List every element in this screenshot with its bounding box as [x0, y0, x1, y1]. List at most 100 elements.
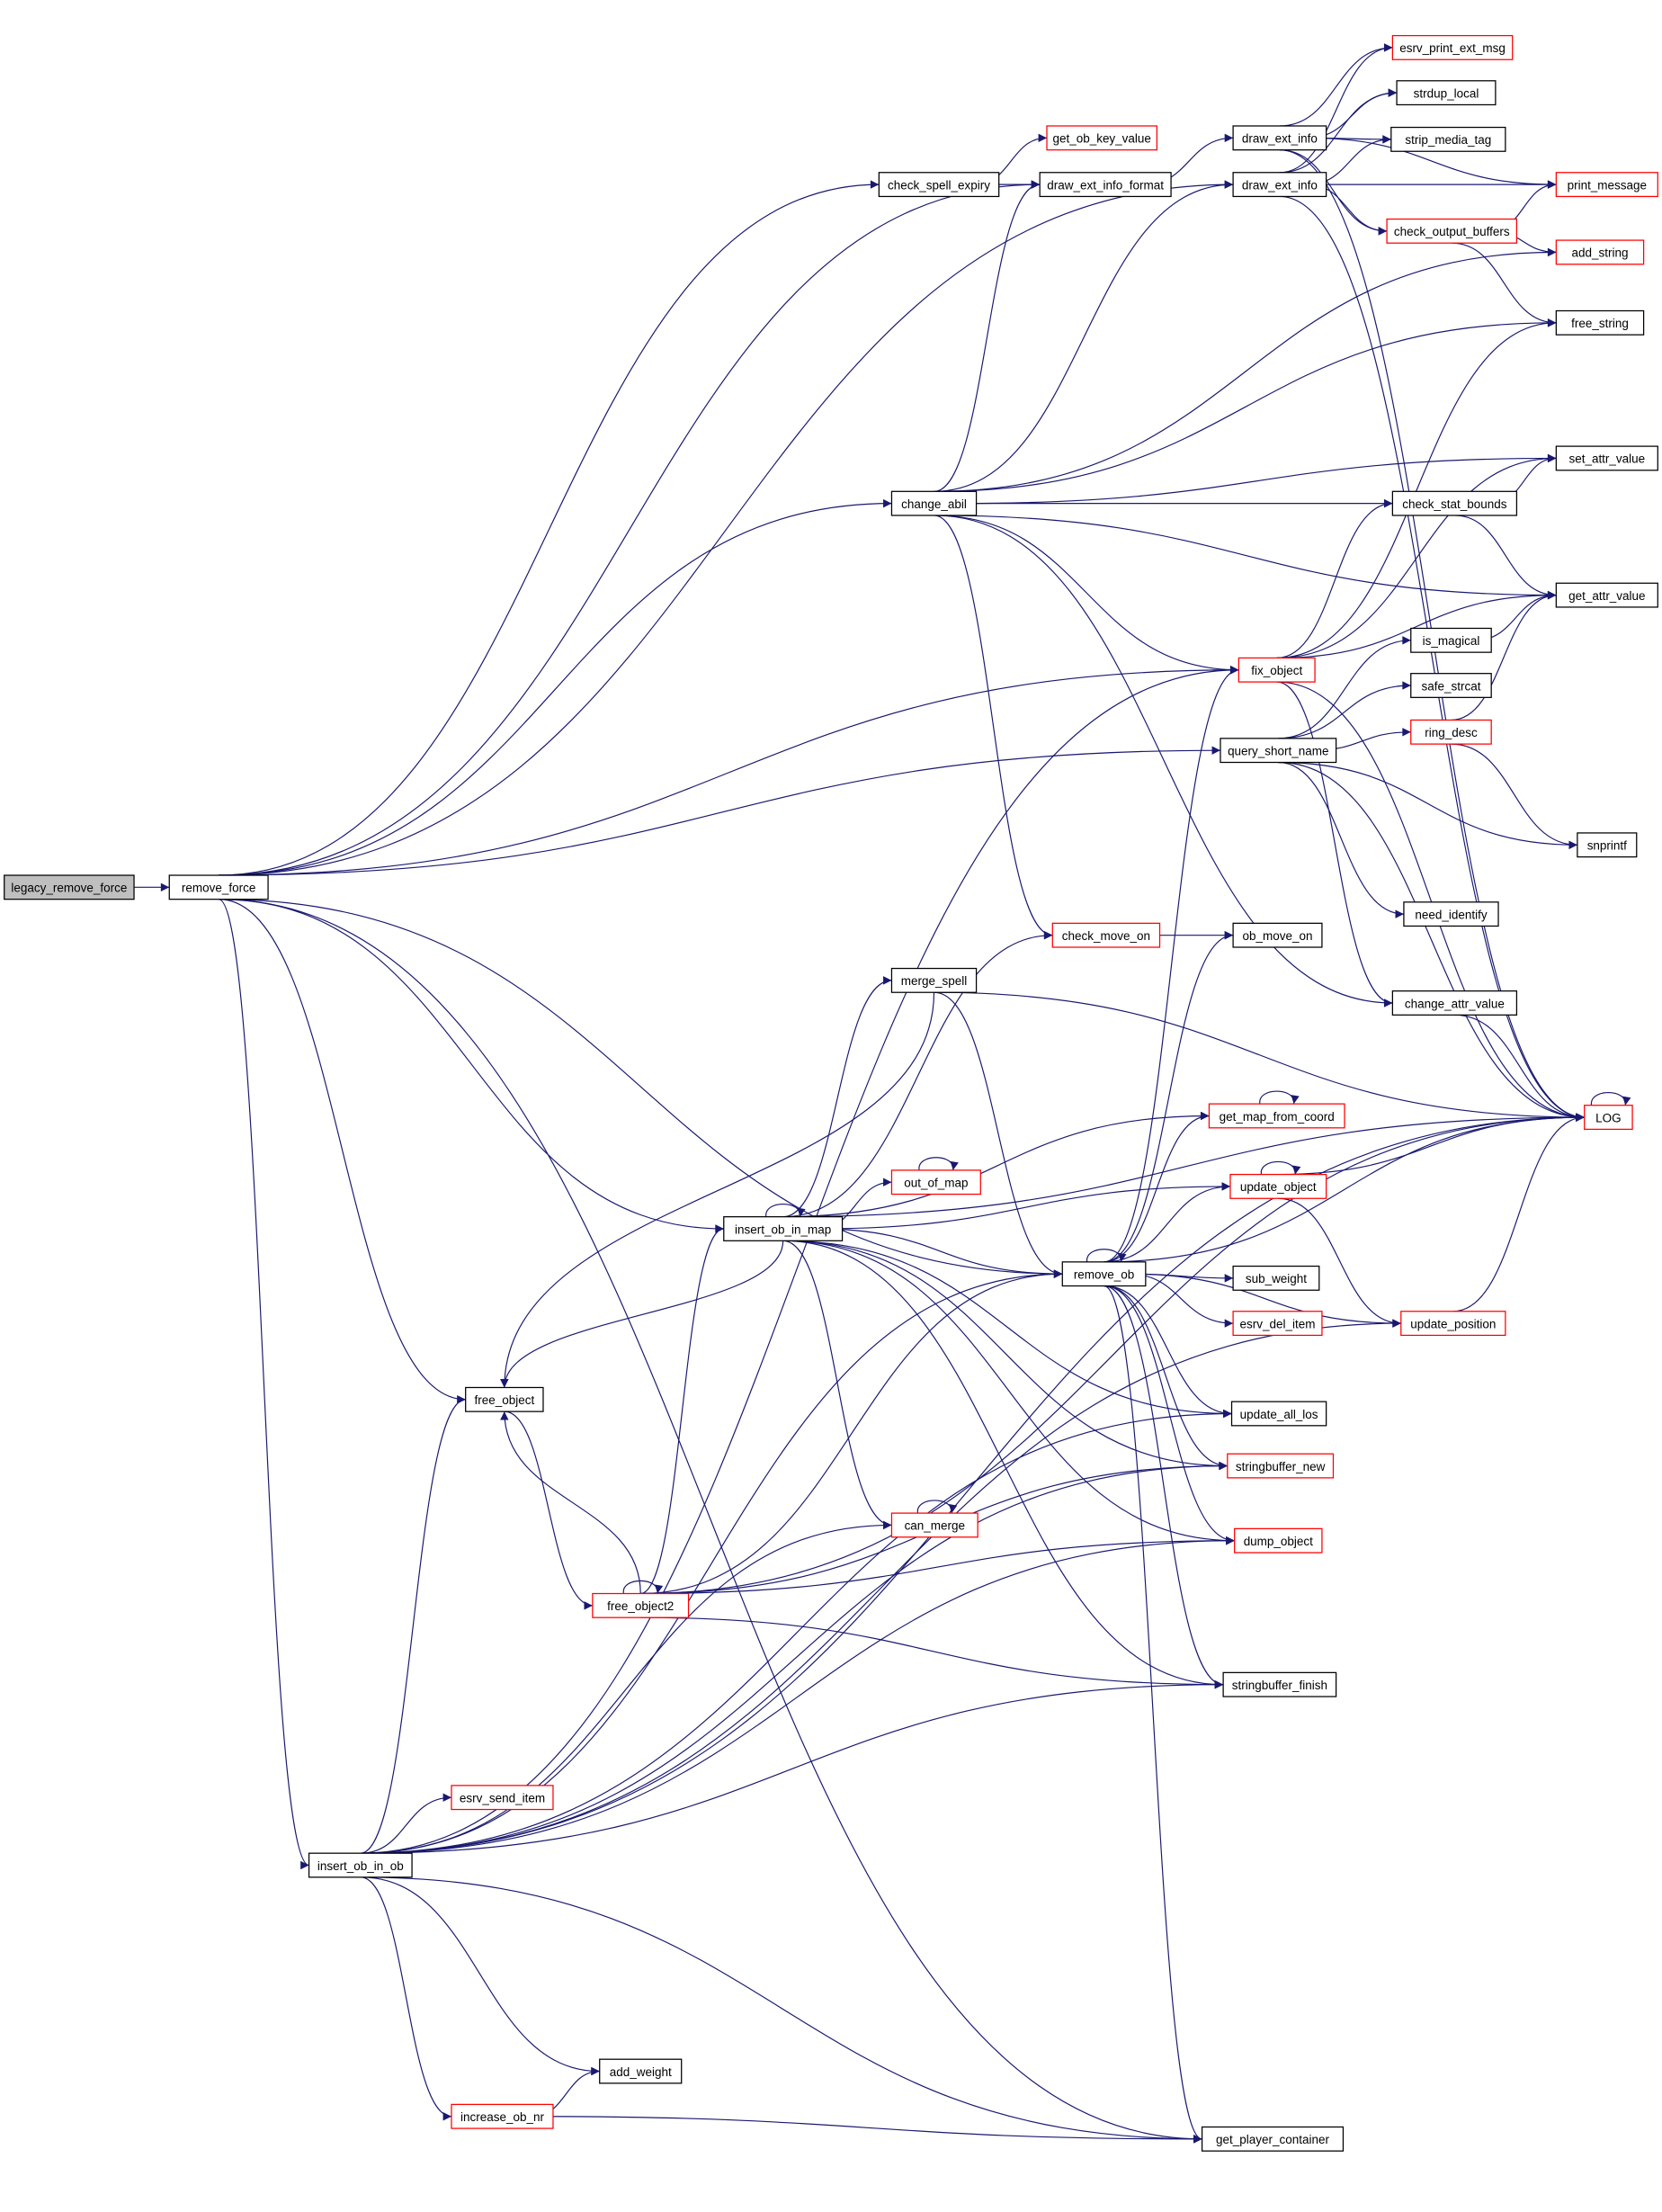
node-query-short-name[interactable]: query_short_name	[1220, 738, 1337, 764]
edge-remove_ob-to-dump_object	[1104, 1285, 1235, 1545]
edge-free_object2-to-free_object2	[622, 1580, 664, 1594]
edge-change_abil-to-check_move_on	[934, 515, 1053, 940]
edge-remove_force-to-remove_ob	[219, 899, 1063, 1278]
edge-ring_desc-to-snprintf	[1451, 743, 1577, 849]
node-print-message[interactable]: print_message	[1555, 172, 1658, 198]
node-ring-desc[interactable]: ring_desc	[1410, 719, 1492, 745]
node-update-position[interactable]: update_position	[1400, 1311, 1506, 1337]
node-box	[1039, 172, 1172, 198]
edge-change_abil-to-set_attr_value	[959, 453, 1557, 505]
node-check-move-on[interactable]: check_move_on	[1051, 922, 1161, 948]
node-stringbuffer-new[interactable]: stringbuffer_new	[1227, 1453, 1335, 1479]
edge-change_abil-to-free_string	[934, 318, 1557, 492]
node-insert-ob-in-map[interactable]: insert_ob_in_map	[723, 1216, 844, 1241]
node-insert-ob-in-ob[interactable]: insert_ob_in_ob	[308, 1852, 413, 1878]
node-set-attr-value[interactable]: set_attr_value	[1555, 445, 1658, 471]
node-box	[451, 2103, 554, 2129]
node-add-weight[interactable]: add_weight	[599, 2058, 683, 2084]
node-update-all-los[interactable]: update_all_los	[1230, 1401, 1327, 1427]
node-remove-ob[interactable]: remove_ob	[1061, 1261, 1147, 1287]
edge-insert_ob_in_map-to-update_object	[818, 1182, 1230, 1230]
node-get-ob-key-value[interactable]: get_ob_key_value	[1046, 125, 1158, 151]
node-label: dump_object	[1244, 1535, 1313, 1548]
node-box	[1208, 1103, 1345, 1129]
node-out-of-map[interactable]: out_of_map	[890, 1169, 981, 1196]
node-esrv-send-item[interactable]: esrv_send_item	[451, 1785, 554, 1811]
node-fix-object[interactable]: fix_object	[1238, 657, 1316, 683]
edge-merge_spell-to-remove_ob	[934, 991, 1063, 1278]
node-LOG[interactable]: LOG	[1584, 1105, 1633, 1131]
node-strdup-local[interactable]: strdup_local	[1396, 80, 1497, 106]
edge-query_short_name-to-need_identify	[1278, 761, 1404, 918]
node-box	[1391, 990, 1518, 1016]
node-box	[890, 1512, 978, 1538]
edge-change_abil-to-draw_ext_info_2	[934, 180, 1234, 492]
node-get-map-from-coord[interactable]: get_map_from_coord	[1208, 1103, 1345, 1129]
edge-can_merge-to-can_merge	[916, 1500, 958, 1514]
edge-insert_ob_in_ob-to-free_object	[360, 1395, 466, 1854]
node-box	[451, 1785, 554, 1811]
node-increase-ob-nr[interactable]: increase_ob_nr	[451, 2103, 554, 2129]
edge-insert_ob_in_map-to-update_all_los	[782, 1240, 1232, 1419]
node-label: check_spell_expiry	[888, 178, 990, 192]
node-merge-spell[interactable]: merge_spell	[890, 967, 978, 993]
edge-fix_object-to-change_attr_value	[1276, 681, 1393, 1007]
node-label: draw_ext_info	[1242, 132, 1318, 146]
node-safe-strcat[interactable]: safe_strcat	[1410, 673, 1492, 698]
edge-remove_ob-to-update_position	[1129, 1273, 1401, 1328]
node-dump-object[interactable]: dump_object	[1234, 1527, 1323, 1554]
node-box	[1403, 901, 1499, 927]
node-sub-weight[interactable]: sub_weight	[1232, 1265, 1320, 1291]
node-ob-move-on[interactable]: ob_move_on	[1232, 922, 1323, 948]
node-label: legacy_remove_force	[11, 882, 127, 895]
node-change-attr-value[interactable]: change_attr_value	[1391, 990, 1518, 1016]
node-check-stat-bounds[interactable]: check_stat_bounds	[1391, 490, 1518, 516]
node-esrv-print-ext-msg[interactable]: esrv_print_ext_msg	[1391, 34, 1514, 60]
node-change-abil[interactable]: change_abil	[890, 490, 978, 516]
node-can-merge[interactable]: can_merge	[890, 1512, 978, 1538]
node-get-attr-value[interactable]: get_attr_value	[1555, 582, 1658, 608]
node-check-spell-expiry[interactable]: check_spell_expiry	[878, 172, 1000, 198]
node-add-string[interactable]: add_string	[1555, 239, 1645, 265]
node-check-output-buffers[interactable]: check_output_buffers	[1386, 218, 1518, 244]
node-label: print_message	[1568, 178, 1647, 192]
node-box	[1229, 1173, 1327, 1199]
node-free-object2[interactable]: free_object2	[592, 1592, 690, 1618]
node-need-identify[interactable]: need_identify	[1403, 901, 1499, 927]
node-label: check_move_on	[1062, 929, 1150, 943]
node-box	[1410, 719, 1492, 745]
node-draw-ext-info-2[interactable]: draw_ext_info	[1232, 172, 1327, 198]
edge-remove_force-to-draw_ext_info_2	[219, 180, 1234, 876]
edge-remove_force-to-insert_ob_in_map	[219, 899, 724, 1233]
edge-merge_spell-to-free_object	[500, 992, 935, 1388]
node-snprintf[interactable]: snprintf	[1577, 832, 1638, 858]
edge-remove_force-to-draw_ext_info_format	[219, 180, 1041, 876]
node-label: set_attr_value	[1568, 452, 1645, 466]
node-box	[1555, 239, 1645, 265]
edge-insert_ob_in_ob-to-stringbuffer_new	[360, 1461, 1228, 1854]
edge-insert_ob_in_map-to-insert_ob_in_map	[765, 1203, 806, 1217]
edge-free_object2-to-stringbuffer_finish	[640, 1616, 1224, 1689]
node-draw-ext-info-format[interactable]: draw_ext_info_format	[1039, 172, 1172, 198]
node-update-object[interactable]: update_object	[1229, 1173, 1327, 1199]
node-legacy-remove-force[interactable]: legacy_remove_force	[4, 874, 135, 900]
node-box	[1051, 922, 1161, 948]
node-label: insert_ob_in_ob	[317, 1859, 404, 1873]
node-is-magical[interactable]: is_magical	[1410, 627, 1492, 653]
node-free-string[interactable]: free_string	[1555, 309, 1645, 336]
node-box	[1555, 172, 1658, 198]
node-label: strip_media_tag	[1405, 133, 1491, 147]
node-remove-force[interactable]: remove_force	[168, 874, 269, 900]
node-get-player-container[interactable]: get_player_container	[1201, 2126, 1345, 2152]
node-label: ob_move_on	[1243, 929, 1313, 943]
node-esrv-del-item[interactable]: esrv_del_item	[1232, 1311, 1323, 1337]
node-free-object[interactable]: free_object	[465, 1386, 544, 1412]
node-stringbuffer-finish[interactable]: stringbuffer_finish	[1222, 1671, 1337, 1697]
edge-remove_force-to-free_object	[219, 899, 466, 1404]
node-strip-media-tag[interactable]: strip_media_tag	[1390, 126, 1506, 152]
edge-remove_ob-to-fix_object	[1104, 666, 1239, 1263]
node-label: update_object	[1240, 1180, 1317, 1194]
edge-remove_force-to-change_abil	[219, 498, 892, 876]
node-draw-ext-info-1[interactable]: draw_ext_info	[1232, 125, 1327, 151]
